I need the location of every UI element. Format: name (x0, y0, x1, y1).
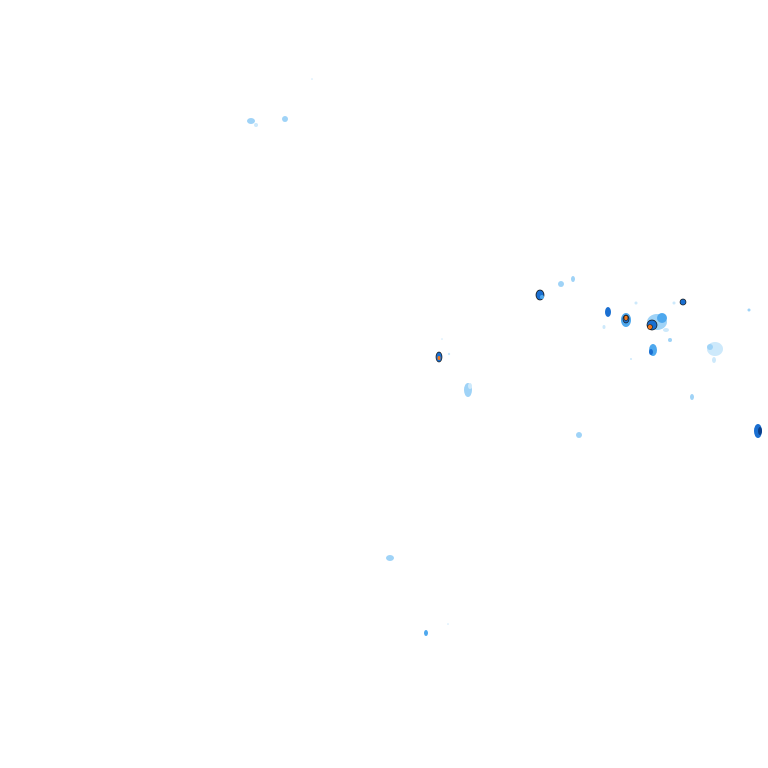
echo-cell (679, 298, 687, 306)
echo-core-intense (437, 356, 441, 360)
echo-speck (747, 308, 751, 312)
echo-core-intense (647, 324, 653, 330)
echo-cluster-northwest (247, 78, 313, 127)
echo-cluster-east (535, 276, 762, 438)
echo-cell (657, 313, 667, 323)
echo-speck (311, 78, 313, 80)
echo-speck (441, 338, 443, 340)
echo-speck (447, 352, 451, 356)
echo-cell (247, 118, 255, 124)
echo-speck (630, 358, 632, 360)
echo-cell (571, 276, 575, 282)
echo-cell (605, 307, 611, 317)
echo-cell (254, 123, 258, 127)
echo-cell (282, 116, 288, 122)
echo-cell (424, 630, 428, 636)
echo-cell (649, 349, 653, 355)
echo-cell (668, 338, 672, 342)
echo-cluster-center (435, 338, 472, 397)
echo-cell (540, 295, 544, 299)
echo-speck (447, 623, 449, 625)
echo-cell (602, 325, 606, 329)
echo-cell (386, 555, 394, 561)
echo-cell (634, 301, 638, 305)
echo-cluster-south (386, 555, 449, 636)
echo-cell (690, 394, 694, 400)
echo-cell (468, 383, 472, 389)
echo-cell (672, 301, 676, 305)
echo-cell (712, 357, 716, 363)
echo-cell (707, 344, 713, 350)
echo-core-intense (623, 315, 629, 321)
echo-cell (576, 432, 582, 438)
echo-cell (558, 281, 564, 287)
echo-cell (663, 328, 669, 332)
echo-cell (758, 427, 762, 435)
